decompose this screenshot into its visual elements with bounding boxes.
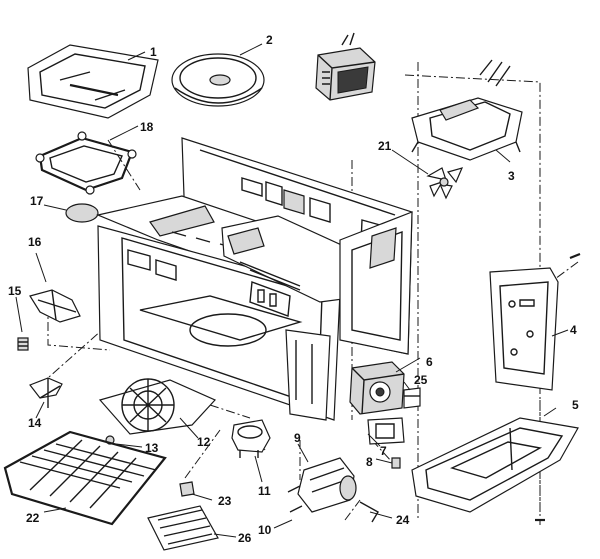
part-stirrer-motor xyxy=(231,419,271,458)
part-glass-tray xyxy=(27,44,159,119)
part-screw xyxy=(17,337,29,351)
part-damper-motor xyxy=(287,457,379,523)
part-oven-cavity-case xyxy=(96,137,413,421)
part-connector xyxy=(391,457,401,469)
callout-7: 7 xyxy=(380,444,387,458)
callout-9: 9 xyxy=(294,431,301,445)
part-grille-panel xyxy=(147,505,219,551)
callout-12: 12 xyxy=(197,435,211,449)
callout-16: 16 xyxy=(28,235,42,249)
part-vent-duct xyxy=(411,59,523,161)
part-oven-rack xyxy=(3,430,167,526)
part-stirrer-cover xyxy=(98,378,217,435)
callout-labels: 1 2 3 4 5 6 7 8 9 10 11 12 13 14 15 16 1… xyxy=(8,33,579,545)
callout-11: 11 xyxy=(258,484,271,498)
part-fan-blade xyxy=(426,167,464,200)
callout-4: 4 xyxy=(570,323,577,337)
callout-10: 10 xyxy=(258,523,272,537)
callout-8: 8 xyxy=(366,455,373,469)
part-bottom-plate xyxy=(411,417,579,522)
part-bracket xyxy=(367,417,405,445)
callout-14: 14 xyxy=(28,416,42,430)
callout-6: 6 xyxy=(426,355,433,369)
part-transformer xyxy=(315,32,376,101)
callout-25: 25 xyxy=(414,373,428,387)
leader-lines xyxy=(15,43,569,538)
part-magnetron xyxy=(349,361,405,415)
callout-1: 1 xyxy=(150,45,157,59)
part-switch xyxy=(403,387,421,409)
part-roller-guide xyxy=(29,377,63,408)
callout-13: 13 xyxy=(145,441,159,455)
callout-18: 18 xyxy=(140,120,154,134)
callout-15: 15 xyxy=(8,284,22,298)
callout-3: 3 xyxy=(508,169,515,183)
part-side-plate xyxy=(489,252,581,391)
callout-24: 24 xyxy=(396,513,410,527)
part-roller-ring xyxy=(35,131,137,195)
part-turntable xyxy=(171,53,265,107)
callout-26: 26 xyxy=(238,531,252,545)
callout-17: 17 xyxy=(30,194,44,208)
callout-2: 2 xyxy=(266,33,273,47)
part-stirrer-blade xyxy=(29,289,81,323)
part-clip xyxy=(179,481,195,497)
callout-23: 23 xyxy=(218,494,232,508)
callout-21: 21 xyxy=(378,139,392,153)
part-lamp-cover xyxy=(65,203,99,223)
callout-5: 5 xyxy=(572,398,579,412)
callout-22: 22 xyxy=(26,511,40,525)
